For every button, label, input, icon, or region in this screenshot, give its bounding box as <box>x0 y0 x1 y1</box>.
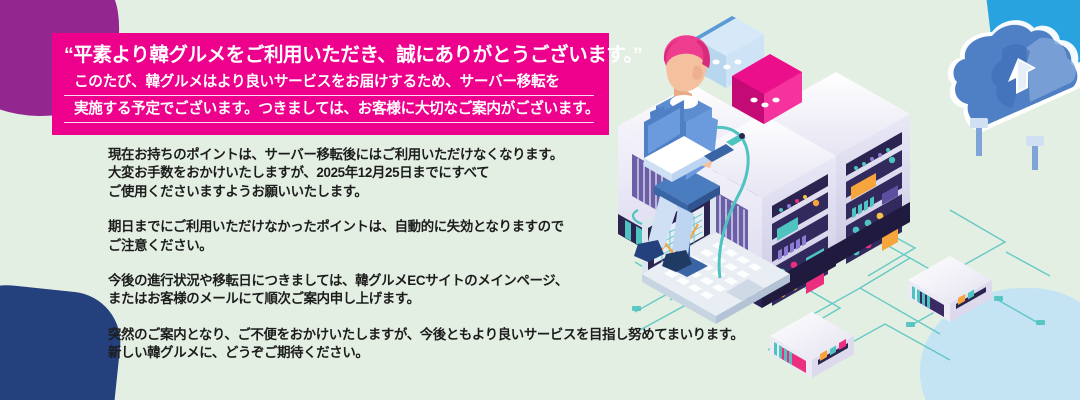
body-line: 突然のご案内となり、ご不便をおかけいたしますが、今後ともより良いサービスを目指し… <box>108 326 744 342</box>
body-line: 期日までにご利用いただけなかったポイントは、自動的に失効となりますので <box>108 219 564 235</box>
body-line: 新しい韓グルメに、どうぞご期待ください。 <box>108 345 369 361</box>
body-line: 現在お持ちのポイントは、サーバー移転後にはご利用いただけなくなります。 <box>108 147 563 162</box>
paragraph-4: 突然のご案内となり、ご不便をおかけいたしますが、今後ともより良いサービスを目指し… <box>108 326 768 363</box>
body-line: ご使用くださいますようお願いいたします。 <box>108 183 368 199</box>
banner-subline-1: このたび、韓グルメはより良いサービスをお届けするため、サーバー移転を <box>64 70 594 96</box>
network-switch-purple <box>908 256 992 322</box>
navy-blob-decoration <box>0 279 126 400</box>
announcement-banner: “平素より韓グルメをご利用いただき、誠にありがとうございます。” このたび、韓グ… <box>52 33 643 135</box>
cloud-upload-icon <box>947 20 1080 170</box>
body-line: またはお客様のメールにて順次ご案内申し上げます。 <box>108 291 420 307</box>
person-with-laptop <box>634 35 750 279</box>
chat-bubble-pink <box>732 54 802 124</box>
banner-headline: “平素より韓グルメをご利用いただき、誠にありがとうございます。” <box>64 44 643 66</box>
paragraph-3: 今後の進行状況や移転日につきましては、韓グルメECサイトのメインページ、 または… <box>108 272 768 309</box>
body-copy: 現在お持ちのポイントは、サーバー移転後にはご利用いただけなくなります。 大変お手… <box>108 146 768 363</box>
paragraph-1: 現在お持ちのポイントは、サーバー移転後にはご利用いただけなくなります。 大変お手… <box>108 146 768 201</box>
paragraph-2: 期日までにご利用いただけなかったポイントは、自動的に失効となりますので ご注意く… <box>108 218 768 255</box>
banner-subline-2: 実施する予定でございます。つきましては、お客様に大切なご案内がございます。 <box>64 97 600 123</box>
body-line: ご注意ください。 <box>108 237 213 253</box>
body-line: 大変お手数をおかけいたしますが、2025年12月25日までにすべて <box>108 165 490 181</box>
network-switch-pink <box>770 312 854 378</box>
body-line: 今後の進行状況や移転日につきましては、韓グルメECサイトのメインページ、 <box>108 273 568 289</box>
isometric-illustration <box>610 0 1080 400</box>
